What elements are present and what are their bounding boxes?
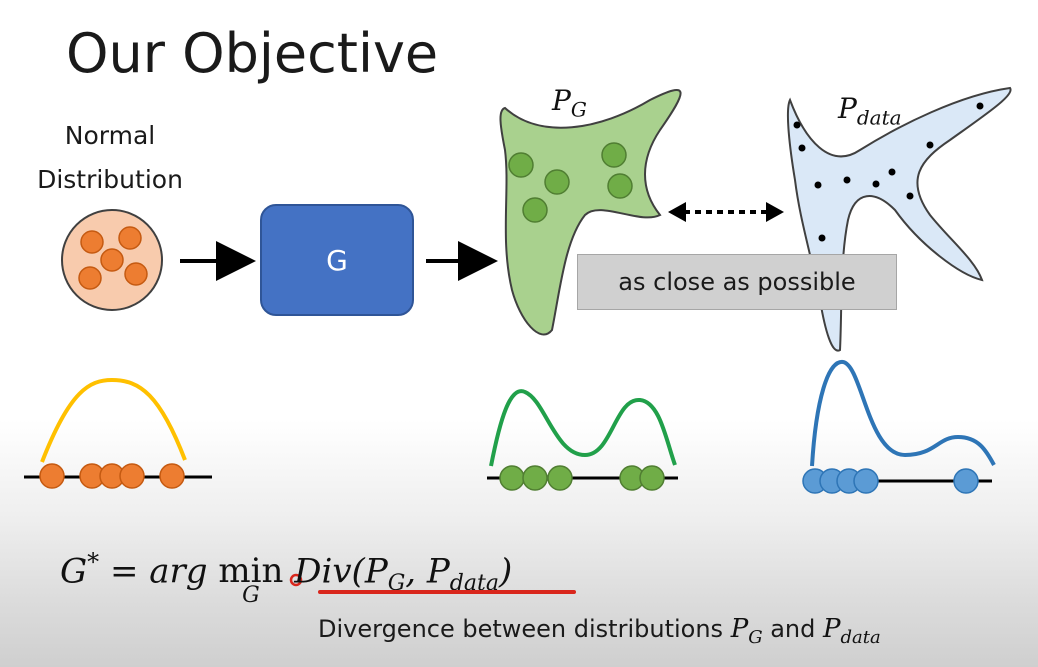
sample-dot bbox=[124, 262, 148, 286]
real-data-dot bbox=[976, 102, 984, 110]
normal-label-line1: Normal bbox=[64, 121, 156, 150]
normal-1d-distribution bbox=[24, 377, 212, 489]
generated-dot bbox=[522, 197, 548, 223]
generated-dot bbox=[601, 142, 627, 168]
formula-underline bbox=[318, 590, 576, 594]
normal-distribution-circle bbox=[61, 209, 163, 311]
generator-label: G bbox=[326, 243, 348, 277]
pdata-label: Pdata bbox=[838, 92, 902, 130]
pg-1d-distribution bbox=[487, 389, 678, 491]
real-data-dot bbox=[818, 234, 826, 242]
pdata-1d-distribution bbox=[802, 360, 996, 494]
real-data-dot bbox=[793, 121, 801, 129]
generated-dot bbox=[607, 173, 633, 199]
real-data-dot bbox=[888, 168, 896, 176]
pg-label: PG bbox=[552, 84, 587, 122]
cursor-marker bbox=[289, 573, 303, 587]
close-label: as close as possible bbox=[618, 268, 856, 296]
sample-dot bbox=[80, 230, 104, 254]
real-data-dot bbox=[798, 144, 806, 152]
divergence-caption: Divergence between distributions PG and … bbox=[318, 614, 881, 649]
generated-dot bbox=[508, 152, 534, 178]
sample-dot bbox=[78, 266, 102, 290]
slide-title: Our Objective bbox=[66, 22, 439, 85]
sample-dot bbox=[100, 248, 124, 272]
generated-dot bbox=[544, 169, 570, 195]
real-data-dot bbox=[814, 181, 822, 189]
pg-shape bbox=[499, 89, 682, 336]
generator-box: G bbox=[260, 204, 414, 316]
sample-dot bbox=[118, 226, 142, 250]
real-data-dot bbox=[926, 141, 934, 149]
as-close-as-possible-box: as close as possible bbox=[577, 254, 897, 310]
real-data-dot bbox=[872, 180, 880, 188]
normal-label-line2: Distribution bbox=[37, 165, 183, 194]
real-data-dot bbox=[843, 176, 851, 184]
dotted-double-arrow bbox=[668, 202, 784, 222]
normal-distribution-label: Normal Distribution bbox=[20, 114, 200, 202]
real-data-dot bbox=[906, 192, 914, 200]
